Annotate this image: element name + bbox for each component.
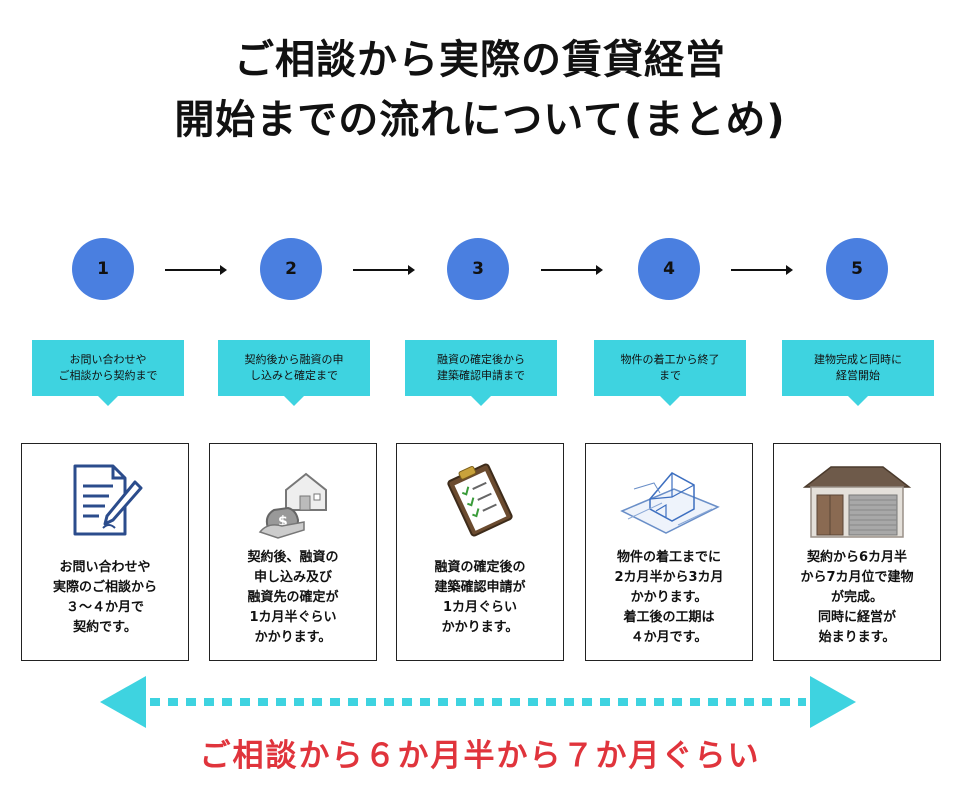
step-3-card-text: 融資の確定後の 建築確認申請が 1カ月ぐらい かかります。 <box>434 560 526 635</box>
step-1-circle: 1 <box>72 238 134 300</box>
step-3-callout: 融資の確定後から 建築確認申請まで <box>405 340 557 406</box>
svg-text:$: $ <box>278 514 288 530</box>
step-2-card: $ 契約後、融資の 申し込み及び 融資先の確定が 1カ月半ぐらい かかります。 <box>209 443 377 661</box>
title-line-1: ご相談から実際の賃貸経営 <box>234 37 726 83</box>
step-1-card: お問い合わせや 実際のご相談から ３～４か月で 契約です。 <box>21 443 189 661</box>
step-arrow-3 <box>541 265 603 275</box>
step-5-card-text: 契約から6カ月半 から7カ月位で建物 が完成。 同時に経営が 始まります。 <box>800 550 914 645</box>
step-1-card-text: お問い合わせや 実際のご相談から ３～４か月で 契約です。 <box>52 560 157 635</box>
step-3-circle: 3 <box>447 238 509 300</box>
step-4-card-text: 物件の着工までに 2カ月半から3カ月 かかります。 着工後の工期は ４か月です。 <box>614 550 724 645</box>
step-4-circle: 4 <box>638 238 700 300</box>
step-5-circle: 5 <box>826 238 888 300</box>
step-2-callout: 契約後から融資の申 し込みと確定まで <box>218 340 370 406</box>
step-3-card: 融資の確定後の 建築確認申請が 1カ月ぐらい かかります。 <box>396 443 564 661</box>
step-2-circle: 2 <box>260 238 322 300</box>
step-2-card-text: 契約後、融資の 申し込み及び 融資先の確定が 1カ月半ぐらい かかります。 <box>247 550 339 645</box>
page-title: ご相談から実際の賃貸経営 開始までの流れについて(まとめ) <box>0 30 960 150</box>
step-arrow-2 <box>353 265 415 275</box>
step-5-card: 契約から6カ月半 から7カ月位で建物 が完成。 同時に経営が 始まります。 <box>773 443 941 661</box>
house-money-icon: $ <box>210 456 376 544</box>
clipboard-check-icon <box>397 456 563 544</box>
step-4-callout: 物件の着工から終了 まで <box>594 340 746 406</box>
step-5-callout: 建物完成と同時に 経営開始 <box>782 340 934 406</box>
title-line-2: 開始までの流れについて(まとめ) <box>174 97 786 143</box>
building-icon <box>774 456 940 544</box>
duration-caption: ご相談から６か月半から７か月ぐらい <box>199 738 761 774</box>
step-arrow-4 <box>731 265 793 275</box>
step-1-callout: お問い合わせや ご相談から契約まで <box>32 340 184 406</box>
blueprint-icon <box>586 456 752 544</box>
step-4-card: 物件の着工までに 2カ月半から3カ月 かかります。 着工後の工期は ４か月です。 <box>585 443 753 661</box>
step-arrow-1 <box>165 265 227 275</box>
document-pen-icon <box>22 456 188 544</box>
